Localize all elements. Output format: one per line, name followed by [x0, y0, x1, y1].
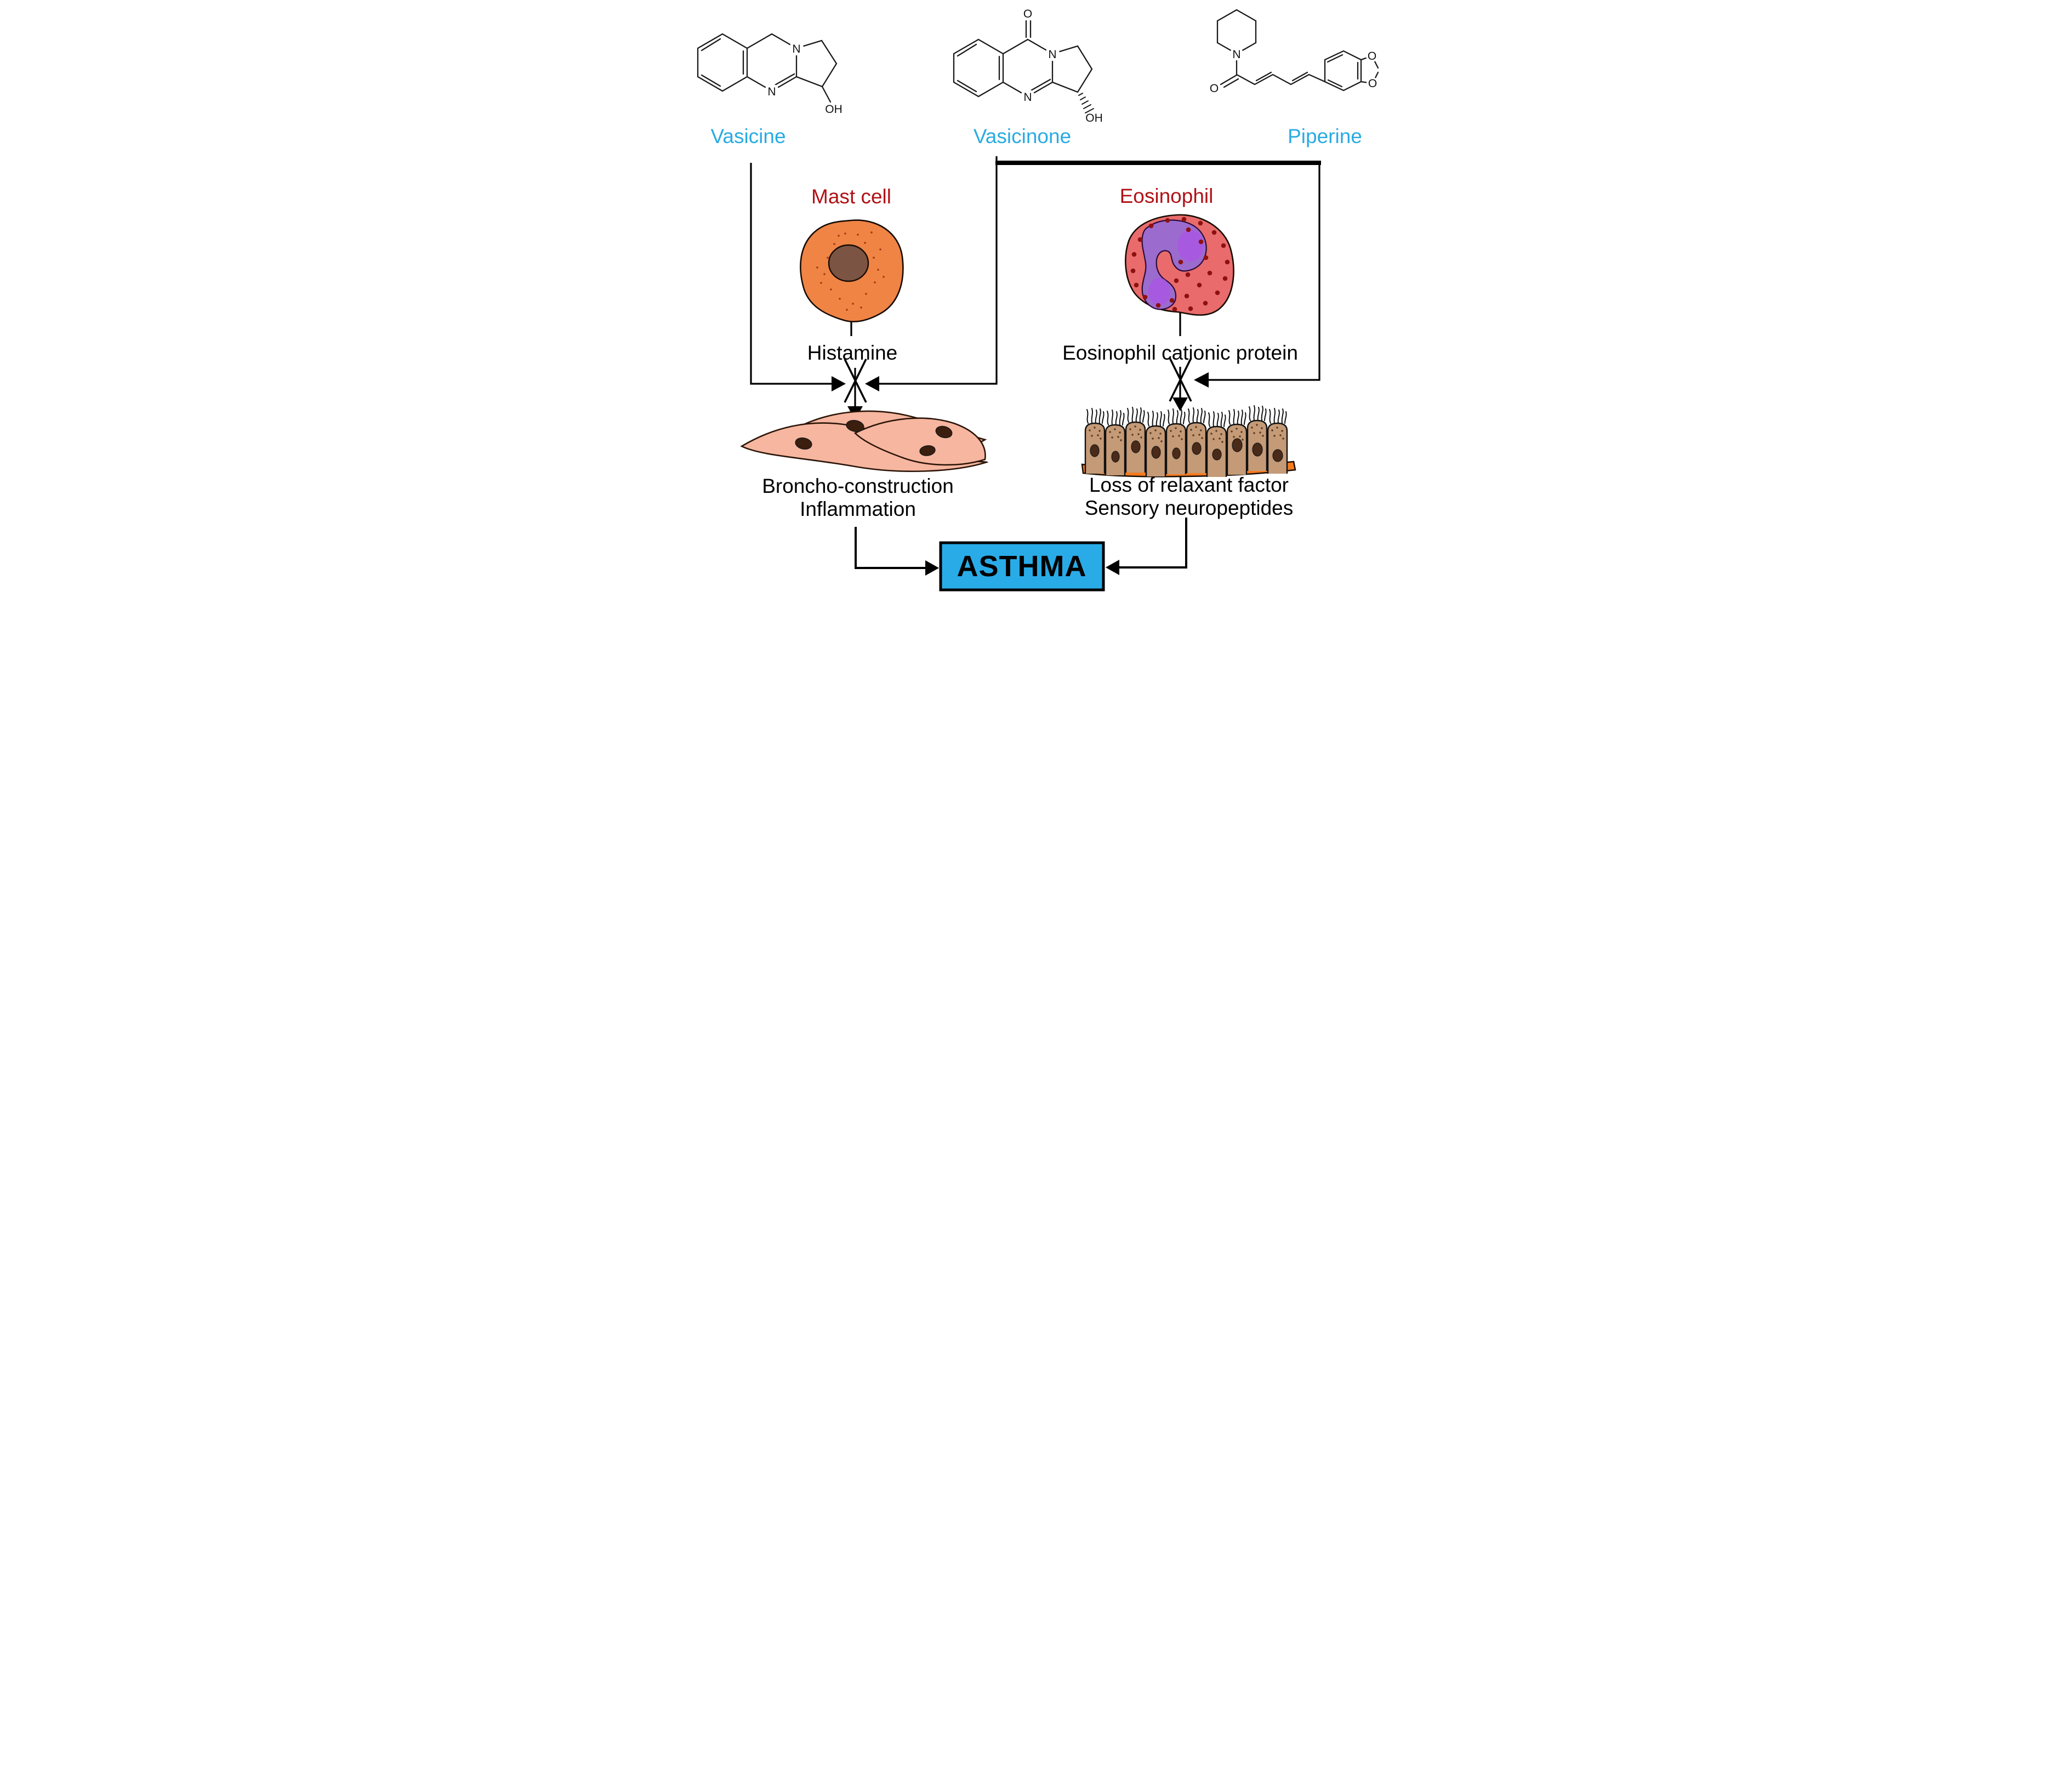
ecp-arrow	[1172, 367, 1188, 411]
eosinophil-illustration	[1125, 214, 1234, 316]
smooth-muscle-illustration	[740, 410, 989, 472]
broncho-construction-label: Broncho-construction	[762, 475, 954, 497]
mast-cell-illustration	[800, 219, 904, 322]
atom-bg	[789, 41, 804, 55]
piperine-structure: N O O O	[1210, 9, 1379, 95]
mast-cell-granule-dots	[816, 231, 885, 311]
asthma-result-label: ASTHMA	[957, 550, 1087, 583]
diagram-canvas: N N OH O N N OH	[691, 0, 1381, 593]
bronchoconstriction-to-asthma-arrow	[855, 527, 939, 576]
vasicine-n2-label: N	[767, 86, 776, 98]
inflammation-label: Inflammation	[800, 498, 916, 520]
vasicinone-oh-label: OH	[1085, 112, 1103, 124]
epithelium-nuclei	[1090, 438, 1283, 463]
piperine-o-bottom-label: O	[1368, 77, 1377, 90]
stereo-hash-bond	[1078, 93, 1094, 113]
piperine-n-label: N	[1232, 48, 1240, 61]
vasicine-structure: N N OH	[697, 33, 843, 116]
vasicinone-o-label: O	[1023, 8, 1032, 20]
smooth-muscle-nuclei	[795, 420, 953, 456]
epithelium-illustration	[1081, 405, 1296, 478]
flow-overlay	[740, 156, 1321, 592]
vasicine-oh-label: OH	[825, 103, 843, 116]
inhibition-x-left	[844, 359, 867, 403]
relaxant-loss-to-asthma-arrow	[1106, 518, 1187, 575]
vasicinone-label: Vasicinone	[973, 125, 1072, 147]
sensory-neuropeptides-label: Sensory neuropeptides	[1084, 497, 1294, 519]
mast-cell-label: Mast cell	[811, 185, 891, 208]
vasicine-n1-label: N	[792, 43, 800, 55]
piperine-o-carbonyl-label: O	[1210, 82, 1219, 95]
histamine-label: Histamine	[807, 342, 898, 364]
asthma-box	[939, 541, 1105, 592]
vasicinone-n2-label: N	[1023, 91, 1032, 104]
eosinophil-cationic-protein-label: Eosinophil cationic protein	[1062, 342, 1298, 364]
vasicine-inhibition-arrow	[750, 163, 846, 391]
vasicinone-inhibition-arrow	[865, 156, 998, 391]
vasicine-label: Vasicine	[710, 125, 786, 147]
loss-of-relaxant-factor-label: Loss of relaxant factor	[1089, 474, 1289, 496]
eosinophil-granule-dots	[1130, 217, 1230, 312]
piperine-label: Piperine	[1288, 125, 1362, 147]
vasicinone-structure: O N N OH	[953, 8, 1103, 124]
vasicinone-n1-label: N	[1048, 48, 1056, 61]
inhibition-x-right	[1169, 357, 1192, 402]
mast-cell-nucleus	[828, 244, 869, 282]
piperine-inhibition-arrow	[1194, 163, 1320, 388]
piperine-o-top-label: O	[1368, 50, 1376, 62]
eosinophil-label: Eosinophil	[1119, 185, 1214, 207]
